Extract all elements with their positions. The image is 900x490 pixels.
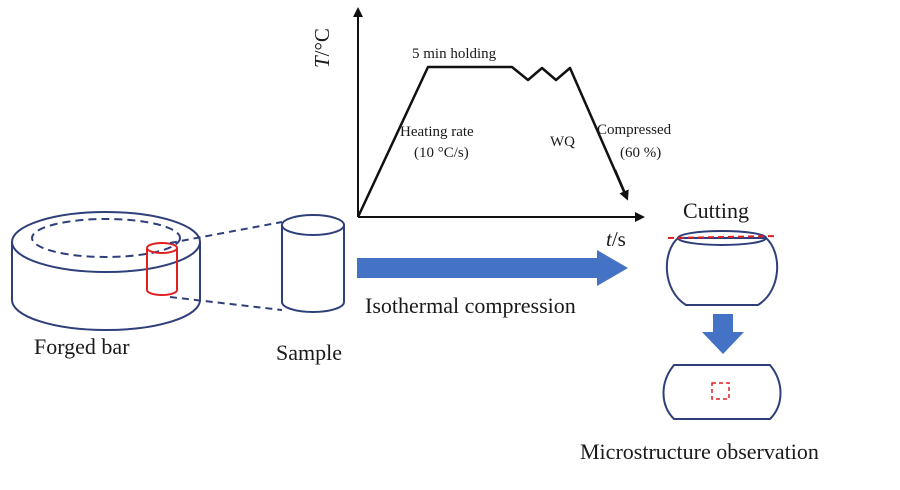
cutting-line bbox=[667, 235, 779, 239]
profile-curve bbox=[356, 65, 628, 218]
heating-rate-value: (10 °C/s) bbox=[414, 145, 469, 161]
forged-bar-label: Forged bar bbox=[34, 334, 130, 359]
holding-label: 5 min holding bbox=[412, 46, 497, 62]
sample-label: Sample bbox=[276, 340, 342, 365]
temperature-profile: T/°C t/s 5 min holding Heating rate (10 … bbox=[310, 7, 672, 251]
down-arrow bbox=[702, 314, 744, 354]
isothermal-arrow bbox=[357, 250, 628, 286]
compressed-sample bbox=[665, 230, 779, 306]
wq-label: WQ bbox=[550, 134, 575, 150]
y-axis-label: T/°C bbox=[310, 28, 334, 68]
sample-location-marker bbox=[146, 242, 178, 296]
projection-line-bottom bbox=[169, 296, 283, 311]
isothermal-compression-label: Isothermal compression bbox=[365, 293, 576, 318]
cooling-arrow bbox=[613, 169, 629, 201]
forged-bar bbox=[11, 211, 201, 331]
compressed-label: Compressed bbox=[597, 122, 672, 138]
microstructure-observation-label: Microstructure observation bbox=[580, 439, 819, 464]
cutting-label: Cutting bbox=[683, 198, 749, 223]
x-axis-label: t/s bbox=[606, 227, 626, 251]
observation-area bbox=[711, 382, 730, 400]
inner-dashed-ring bbox=[31, 218, 181, 258]
heating-rate-label: Heating rate bbox=[400, 124, 474, 140]
cut-section bbox=[662, 364, 782, 420]
projection-line-top bbox=[169, 221, 283, 244]
compressed-value: (60 %) bbox=[620, 145, 661, 161]
sample-cylinder bbox=[281, 214, 345, 313]
